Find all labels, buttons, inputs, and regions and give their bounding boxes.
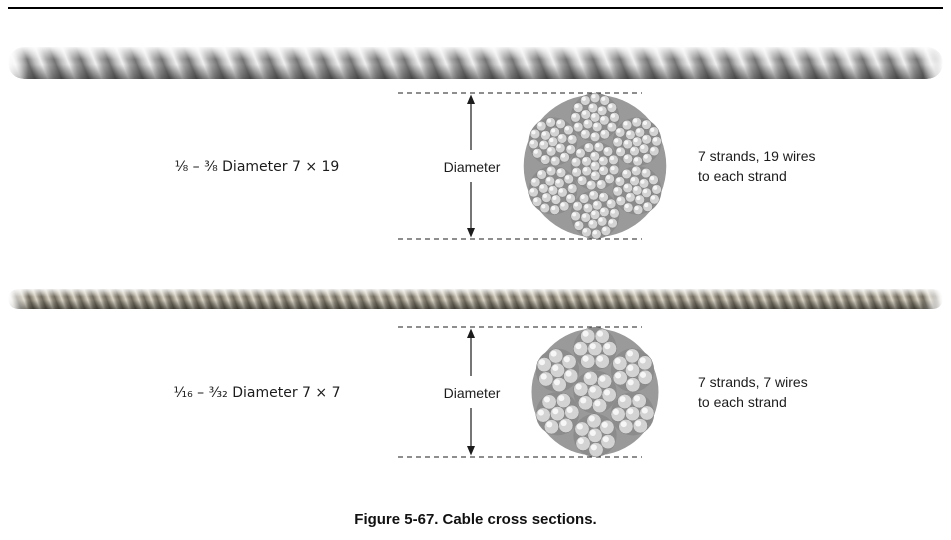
diameter-arrow — [467, 328, 475, 456]
cross-section-7x7 — [398, 326, 659, 458]
strand-count-line1: 7 strands, 19 wires — [698, 148, 816, 164]
strand-count-line2: to each strand — [698, 168, 787, 184]
size-range-label-7x7: ¹⁄₁₆ – ³⁄₃₂ Diameter 7 × 7 — [173, 385, 341, 401]
figure-caption-text: Cable cross sections. — [442, 511, 597, 528]
strand-count-label-7x19: 7 strands, 19 wires to each strand — [698, 146, 878, 186]
figure-number: Figure 5-67. — [354, 511, 439, 528]
strand-count-line2: to each strand — [698, 394, 787, 410]
rope-image-7x7 — [8, 289, 943, 309]
size-range-label-7x19: ¹⁄₈ – ³⁄₈ Diameter 7 × 19 — [174, 159, 340, 175]
diameter-arrow — [467, 94, 475, 238]
top-border-rule — [8, 7, 943, 9]
rope-image-7x19 — [8, 47, 943, 79]
strand-count-label-7x7: 7 strands, 7 wires to each strand — [698, 372, 878, 412]
strand-count-line1: 7 strands, 7 wires — [698, 374, 808, 390]
figure-caption: Figure 5-67.Cable cross sections. — [0, 511, 951, 528]
diameter-label-7x7: Diameter — [443, 385, 501, 401]
diameter-label-7x19: Diameter — [443, 159, 501, 175]
cross-section-7x19 — [398, 92, 667, 240]
